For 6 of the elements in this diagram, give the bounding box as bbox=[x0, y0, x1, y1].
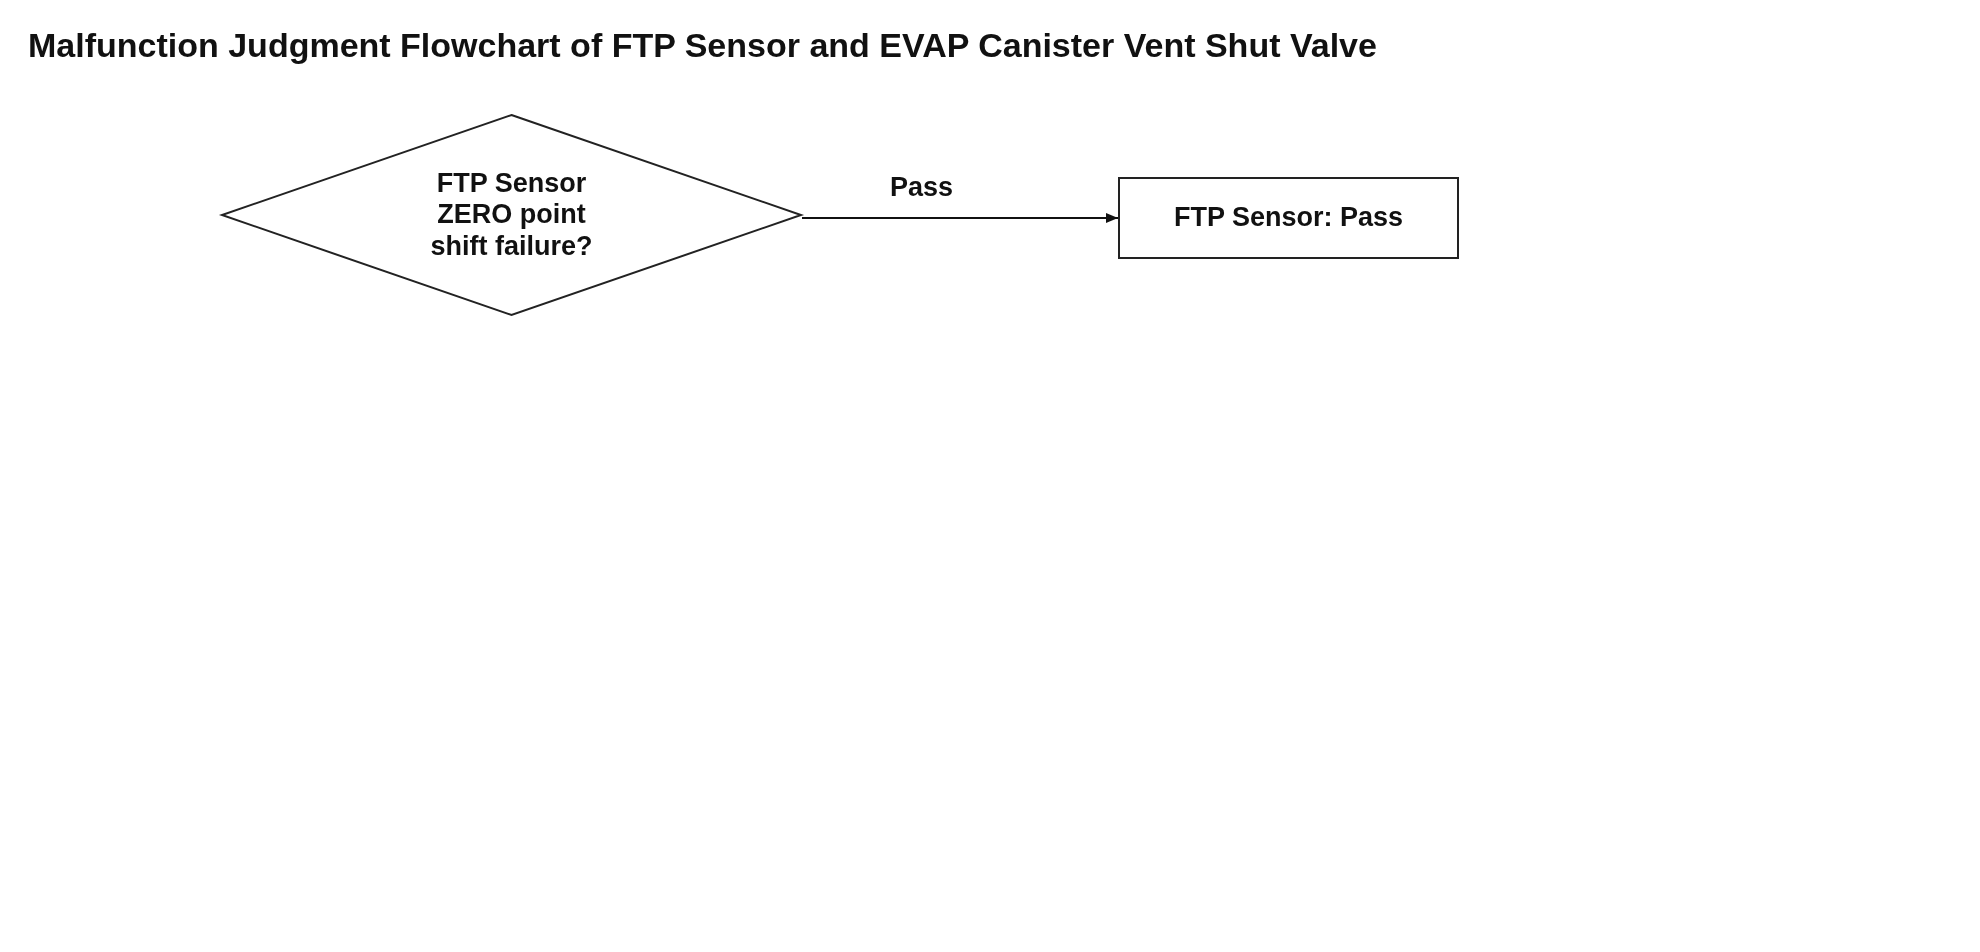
title: Malfunction Judgment Flowchart of FTP Sensor and EVAP Canister Vent Shut Valve bbox=[28, 26, 1377, 65]
node-text: FTP Sensor: Pass bbox=[1173, 202, 1404, 234]
decision-diamond bbox=[221, 114, 802, 316]
arrow bbox=[801, 213, 1119, 223]
process-box bbox=[1118, 177, 1459, 259]
node-text: FTP Sensor ZERO point shift failure? bbox=[429, 168, 594, 262]
